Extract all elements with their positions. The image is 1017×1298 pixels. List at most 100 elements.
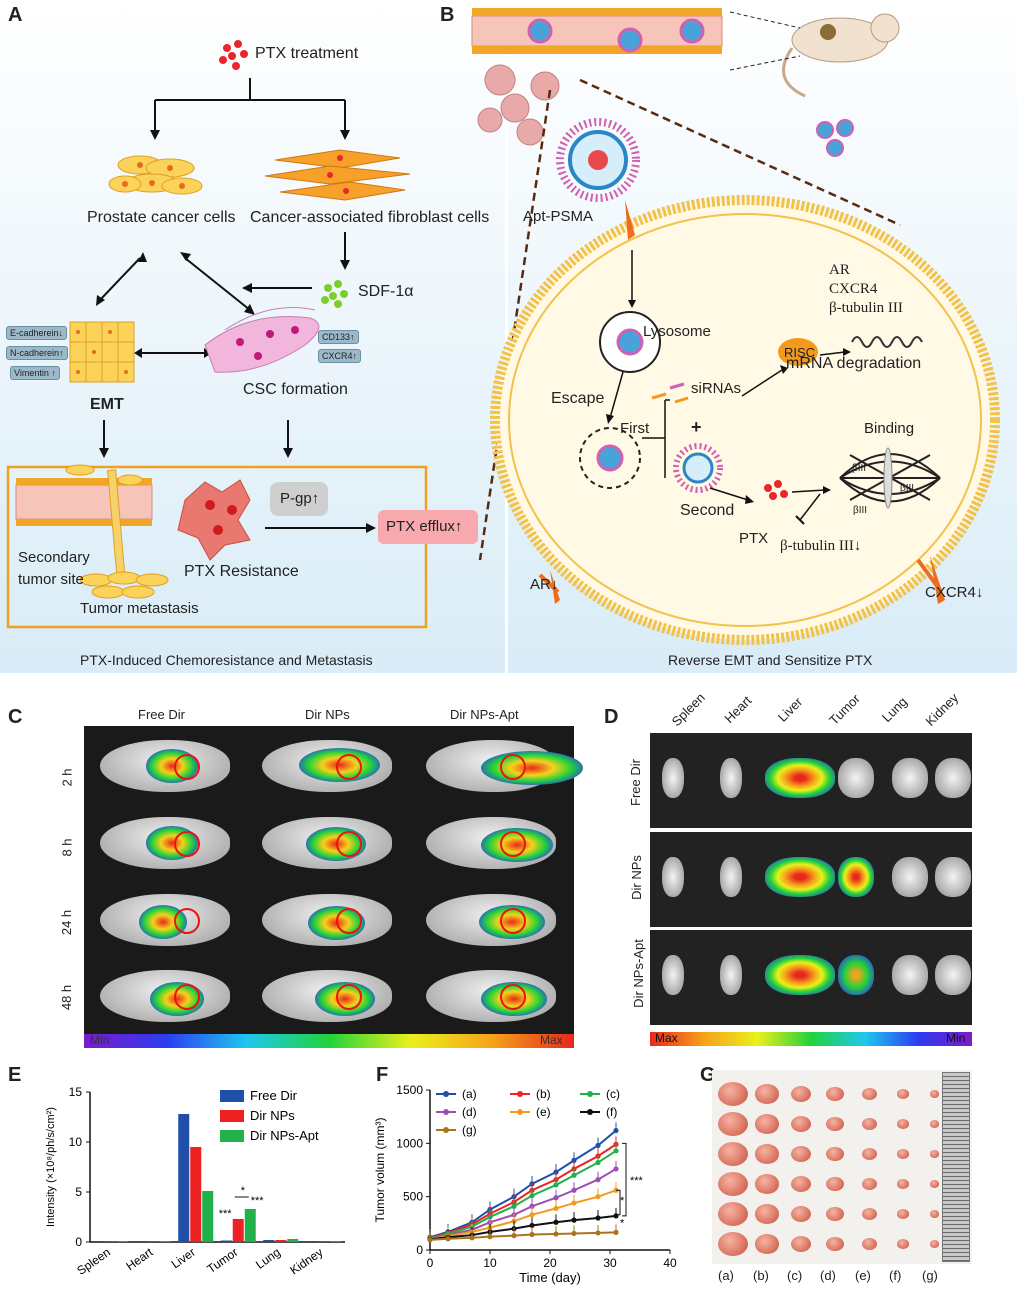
e-legend-swatch (220, 1110, 244, 1122)
f-x-tick-label: 10 (483, 1256, 497, 1270)
f-point (427, 1237, 433, 1243)
escape-label: Escape (551, 390, 605, 407)
c-tumor-ring (336, 984, 362, 1010)
g-tumor (791, 1236, 811, 1252)
g-group-label: (d) (820, 1268, 836, 1283)
f-x-tick-label: 20 (543, 1256, 557, 1270)
g-tumor (791, 1206, 811, 1222)
b-mouse-illustration (782, 13, 900, 98)
d-organ-image (662, 758, 684, 798)
g-tumor (897, 1149, 909, 1159)
f-point (529, 1222, 535, 1229)
prostate-cancer-cells-illustration (108, 155, 203, 195)
panel-e-letter: E (8, 1064, 22, 1086)
biii-label-3: βIII (853, 505, 868, 516)
d-organ-image (892, 955, 928, 995)
c-tumor-ring (500, 754, 526, 780)
e-bar (147, 1241, 159, 1242)
cd133-tag: CD133↑ (318, 330, 359, 344)
resistance-label: PTX Resistance (184, 563, 299, 580)
f-x-tick-label: 30 (603, 1256, 617, 1270)
cxcr4-tag: CXCR4↑ (318, 349, 362, 363)
g-tumor (826, 1236, 844, 1252)
d-min-label: Min (946, 1031, 966, 1045)
ar-item-1: CXCR4 (829, 281, 878, 297)
mrna-label: mRNA degradation (786, 355, 922, 372)
d-row-2: Dir NPs-Apt (630, 939, 646, 1008)
csc-cells-illustration (204, 307, 320, 373)
risc-label: RISC (784, 345, 816, 360)
d-row-1: Dir NPs (628, 855, 644, 900)
f-series-line (429, 1143, 617, 1239)
f-series-line (429, 1189, 617, 1241)
e-x-tick-label: Kidney (287, 1245, 325, 1278)
f-legend-marker (443, 1091, 449, 1097)
d-organ-image (892, 857, 928, 897)
ptx-resistance-cells (177, 479, 251, 561)
c-min-label: Min (90, 1033, 110, 1047)
e-bar (202, 1191, 214, 1242)
c-color-scale (84, 1034, 574, 1048)
panel-f-letter: F (376, 1064, 389, 1086)
g-tumor (755, 1144, 779, 1164)
d-organ-image (765, 857, 835, 897)
c-col-0: Free Dir (138, 707, 185, 722)
f-point (529, 1212, 535, 1218)
f-legend-label: (b) (536, 1087, 551, 1101)
e-sig-annotation: *** (251, 1195, 265, 1207)
f-point (613, 1166, 619, 1172)
f-legend-marker (587, 1109, 593, 1115)
g-tumor (791, 1146, 811, 1162)
d-organ-image (662, 955, 684, 995)
btub-label: β-tubulin III↓ (780, 538, 862, 554)
g-tumor (755, 1114, 779, 1134)
caf-cells-label: Cancer-associated fibroblast cells (250, 209, 490, 226)
f-y-tick-label: 0 (416, 1243, 423, 1257)
binding-label: Binding (864, 420, 915, 437)
panel-a-caption: PTX-Induced Chemoresistance and Metastas… (80, 652, 373, 668)
ptx-treatment-label: PTX treatment (255, 45, 359, 62)
ar-item-0: AR (829, 262, 850, 278)
e-y-tick-label: 15 (69, 1085, 83, 1099)
b-vessel (471, 8, 723, 54)
f-point (595, 1142, 601, 1149)
e-bar (305, 1241, 317, 1242)
f-point (613, 1229, 619, 1235)
g-tumor (791, 1086, 811, 1102)
e-y-tick-label: 10 (69, 1135, 83, 1149)
d-organ-image (935, 857, 971, 897)
e-bar (317, 1241, 329, 1242)
g-tumor (791, 1116, 811, 1132)
e-sig-annotation: *** (219, 1208, 233, 1220)
c-fluorescence-spot (481, 751, 583, 785)
g-tumor (861, 1118, 877, 1130)
sdf-label: SDF-1α (358, 283, 414, 300)
d-organ-image (838, 857, 874, 897)
f-sig-bracket (616, 1189, 621, 1216)
g-group-label: (f) (889, 1268, 902, 1283)
pgp-label: P-gp↑ (280, 490, 320, 507)
e-bar (232, 1219, 244, 1242)
sirna-label: siRNAs (691, 380, 742, 397)
e-x-tick-label: Lung (253, 1245, 283, 1272)
e-legend-swatch (220, 1090, 244, 1102)
g-tumor (929, 1120, 939, 1128)
panel-d-letter: D (604, 706, 619, 728)
panel-a-diagram (6, 40, 428, 629)
vessel-illustration (15, 464, 153, 581)
e-x-tick-label: Heart (123, 1245, 156, 1274)
b-nanoparticle (556, 118, 640, 202)
c-max-label: Max (540, 1033, 563, 1047)
f-x-tick-label: 40 (663, 1256, 677, 1270)
e-bar (190, 1147, 202, 1242)
g-tumor (755, 1234, 779, 1254)
c-tumor-ring (174, 754, 200, 780)
f-point (595, 1230, 601, 1236)
f-legend-label: (e) (536, 1105, 551, 1119)
f-legend-label: (d) (462, 1105, 477, 1119)
g-group-label: (g) (922, 1268, 938, 1283)
csc-label: CSC formation (243, 381, 348, 398)
panel-b-letter: B (440, 4, 455, 26)
f-point (553, 1182, 559, 1188)
